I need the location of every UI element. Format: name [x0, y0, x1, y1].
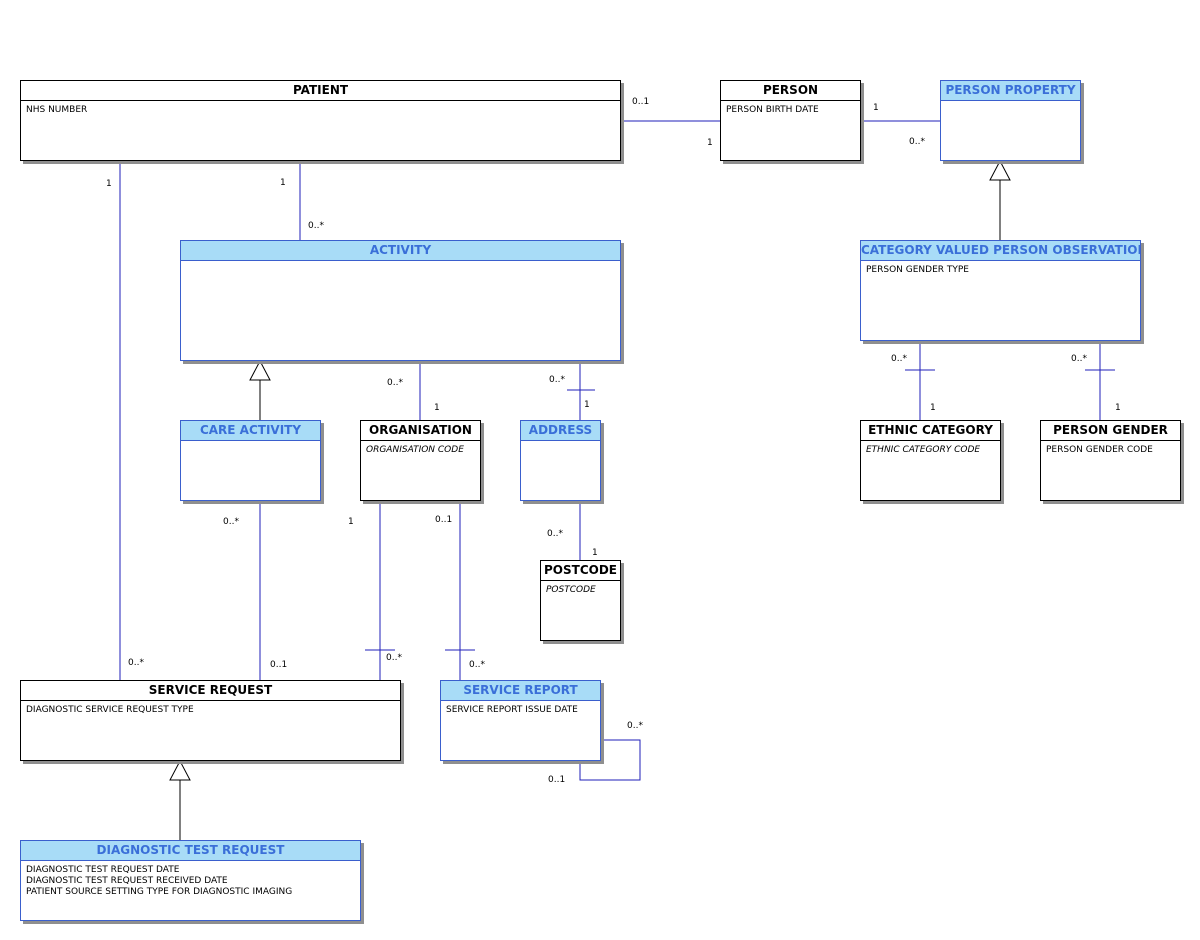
class-attributes: ETHNIC CATEGORY CODE — [861, 441, 1000, 456]
class-person[interactable]: PERSON PERSON BIRTH DATE — [720, 80, 861, 161]
multiplicity-label: 0..* — [387, 378, 403, 388]
multiplicity-label: 0..* — [891, 354, 907, 364]
multiplicity-label: 0..* — [627, 721, 643, 731]
multiplicity-label: 0..* — [386, 653, 402, 663]
class-name: PATIENT — [21, 81, 620, 101]
multiplicity-label: 1 — [707, 138, 713, 148]
class-name: POSTCODE — [541, 561, 620, 581]
multiplicity-label: 1 — [930, 403, 936, 413]
multiplicity-label: 1 — [106, 179, 112, 189]
attribute: DIAGNOSTIC SERVICE REQUEST TYPE — [26, 705, 194, 715]
class-care-activity[interactable]: CARE ACTIVITY — [180, 420, 321, 501]
multiplicity-label: 0..1 — [632, 97, 650, 107]
multiplicity-label: 0..* — [1071, 354, 1087, 364]
multiplicity-label: 1 — [584, 400, 590, 410]
multiplicity-label: 0..1 — [435, 515, 453, 525]
class-activity[interactable]: ACTIVITY — [180, 240, 621, 361]
class-attributes: NHS NUMBER — [21, 101, 620, 116]
multiplicity-label: 0..1 — [270, 660, 288, 670]
class-address[interactable]: ADDRESS — [520, 420, 601, 501]
multiplicity-label: 0..* — [128, 658, 144, 668]
class-person-property[interactable]: PERSON PROPERTY — [940, 80, 1081, 161]
multiplicity-label: 1 — [348, 517, 354, 527]
generalization-arrow-service-request — [169, 759, 191, 781]
attribute: PATIENT SOURCE SETTING TYPE FOR DIAGNOST… — [26, 887, 293, 897]
class-person-gender[interactable]: PERSON GENDER PERSON GENDER CODE — [1040, 420, 1181, 501]
attribute: ORGANISATION CODE — [366, 445, 464, 455]
attribute: PERSON BIRTH DATE — [726, 105, 819, 115]
class-attributes: PERSON GENDER CODE — [1041, 441, 1180, 456]
multiplicity-label: 1 — [434, 403, 440, 413]
attribute: DIAGNOSTIC TEST REQUEST RECEIVED DATE — [26, 876, 228, 886]
class-patient[interactable]: PATIENT NHS NUMBER — [20, 80, 621, 161]
class-ethnic-category[interactable]: ETHNIC CATEGORY ETHNIC CATEGORY CODE — [860, 420, 1001, 501]
class-name: PERSON PROPERTY — [941, 81, 1080, 101]
multiplicity-label: 0..* — [469, 660, 485, 670]
generalization-arrow-activity — [249, 359, 271, 381]
multiplicity-label: 0..* — [223, 517, 239, 527]
assoc-service-report-self — [579, 739, 641, 781]
class-organisation[interactable]: ORGANISATION ORGANISATION CODE — [360, 420, 481, 501]
attribute: PERSON GENDER TYPE — [866, 265, 969, 275]
class-name: PERSON — [721, 81, 860, 101]
attribute: SERVICE REPORT ISSUE DATE — [446, 705, 578, 715]
attribute: NHS NUMBER — [26, 105, 88, 115]
multiplicity-label: 0..* — [547, 529, 563, 539]
class-name: CARE ACTIVITY — [181, 421, 320, 441]
class-service-request[interactable]: SERVICE REQUEST DIAGNOSTIC SERVICE REQUE… — [20, 680, 401, 761]
class-attributes: ORGANISATION CODE — [361, 441, 480, 456]
class-attributes: POSTCODE — [541, 581, 620, 596]
multiplicity-label: 0..1 — [548, 775, 566, 785]
class-attributes: DIAGNOSTIC SERVICE REQUEST TYPE — [21, 701, 400, 716]
class-attributes: SERVICE REPORT ISSUE DATE — [441, 701, 600, 716]
generalization-arrow-person-property — [989, 159, 1011, 181]
class-name: ETHNIC CATEGORY — [861, 421, 1000, 441]
multiplicity-label: 0..* — [909, 137, 925, 147]
class-name: ADDRESS — [521, 421, 600, 441]
class-postcode[interactable]: POSTCODE POSTCODE — [540, 560, 621, 641]
class-name: DIAGNOSTIC TEST REQUEST — [21, 841, 360, 861]
attribute: POSTCODE — [546, 585, 596, 595]
attribute: PERSON GENDER CODE — [1046, 445, 1153, 455]
multiplicity-label: 1 — [592, 548, 598, 558]
multiplicity-label: 0..* — [308, 221, 324, 231]
class-name: ORGANISATION — [361, 421, 480, 441]
class-name: SERVICE REQUEST — [21, 681, 400, 701]
multiplicity-label: 0..* — [549, 375, 565, 385]
class-name: SERVICE REPORT — [441, 681, 600, 701]
class-name: CATEGORY VALUED PERSON OBSERVATION — [861, 241, 1140, 261]
class-category-valued-person-observation[interactable]: CATEGORY VALUED PERSON OBSERVATION PERSO… — [860, 240, 1141, 341]
class-attributes: PERSON BIRTH DATE — [721, 101, 860, 116]
class-service-report[interactable]: SERVICE REPORT SERVICE REPORT ISSUE DATE — [440, 680, 601, 761]
class-name: PERSON GENDER — [1041, 421, 1180, 441]
attribute: DIAGNOSTIC TEST REQUEST DATE — [26, 865, 180, 875]
class-name: ACTIVITY — [181, 241, 620, 261]
class-attributes: DIAGNOSTIC TEST REQUEST DATE DIAGNOSTIC … — [21, 861, 360, 898]
multiplicity-label: 1 — [280, 178, 286, 188]
class-diagnostic-test-request[interactable]: DIAGNOSTIC TEST REQUEST DIAGNOSTIC TEST … — [20, 840, 361, 921]
attribute: ETHNIC CATEGORY CODE — [866, 445, 981, 455]
class-attributes: PERSON GENDER TYPE — [861, 261, 1140, 276]
multiplicity-label: 1 — [1115, 403, 1121, 413]
multiplicity-label: 1 — [873, 103, 879, 113]
